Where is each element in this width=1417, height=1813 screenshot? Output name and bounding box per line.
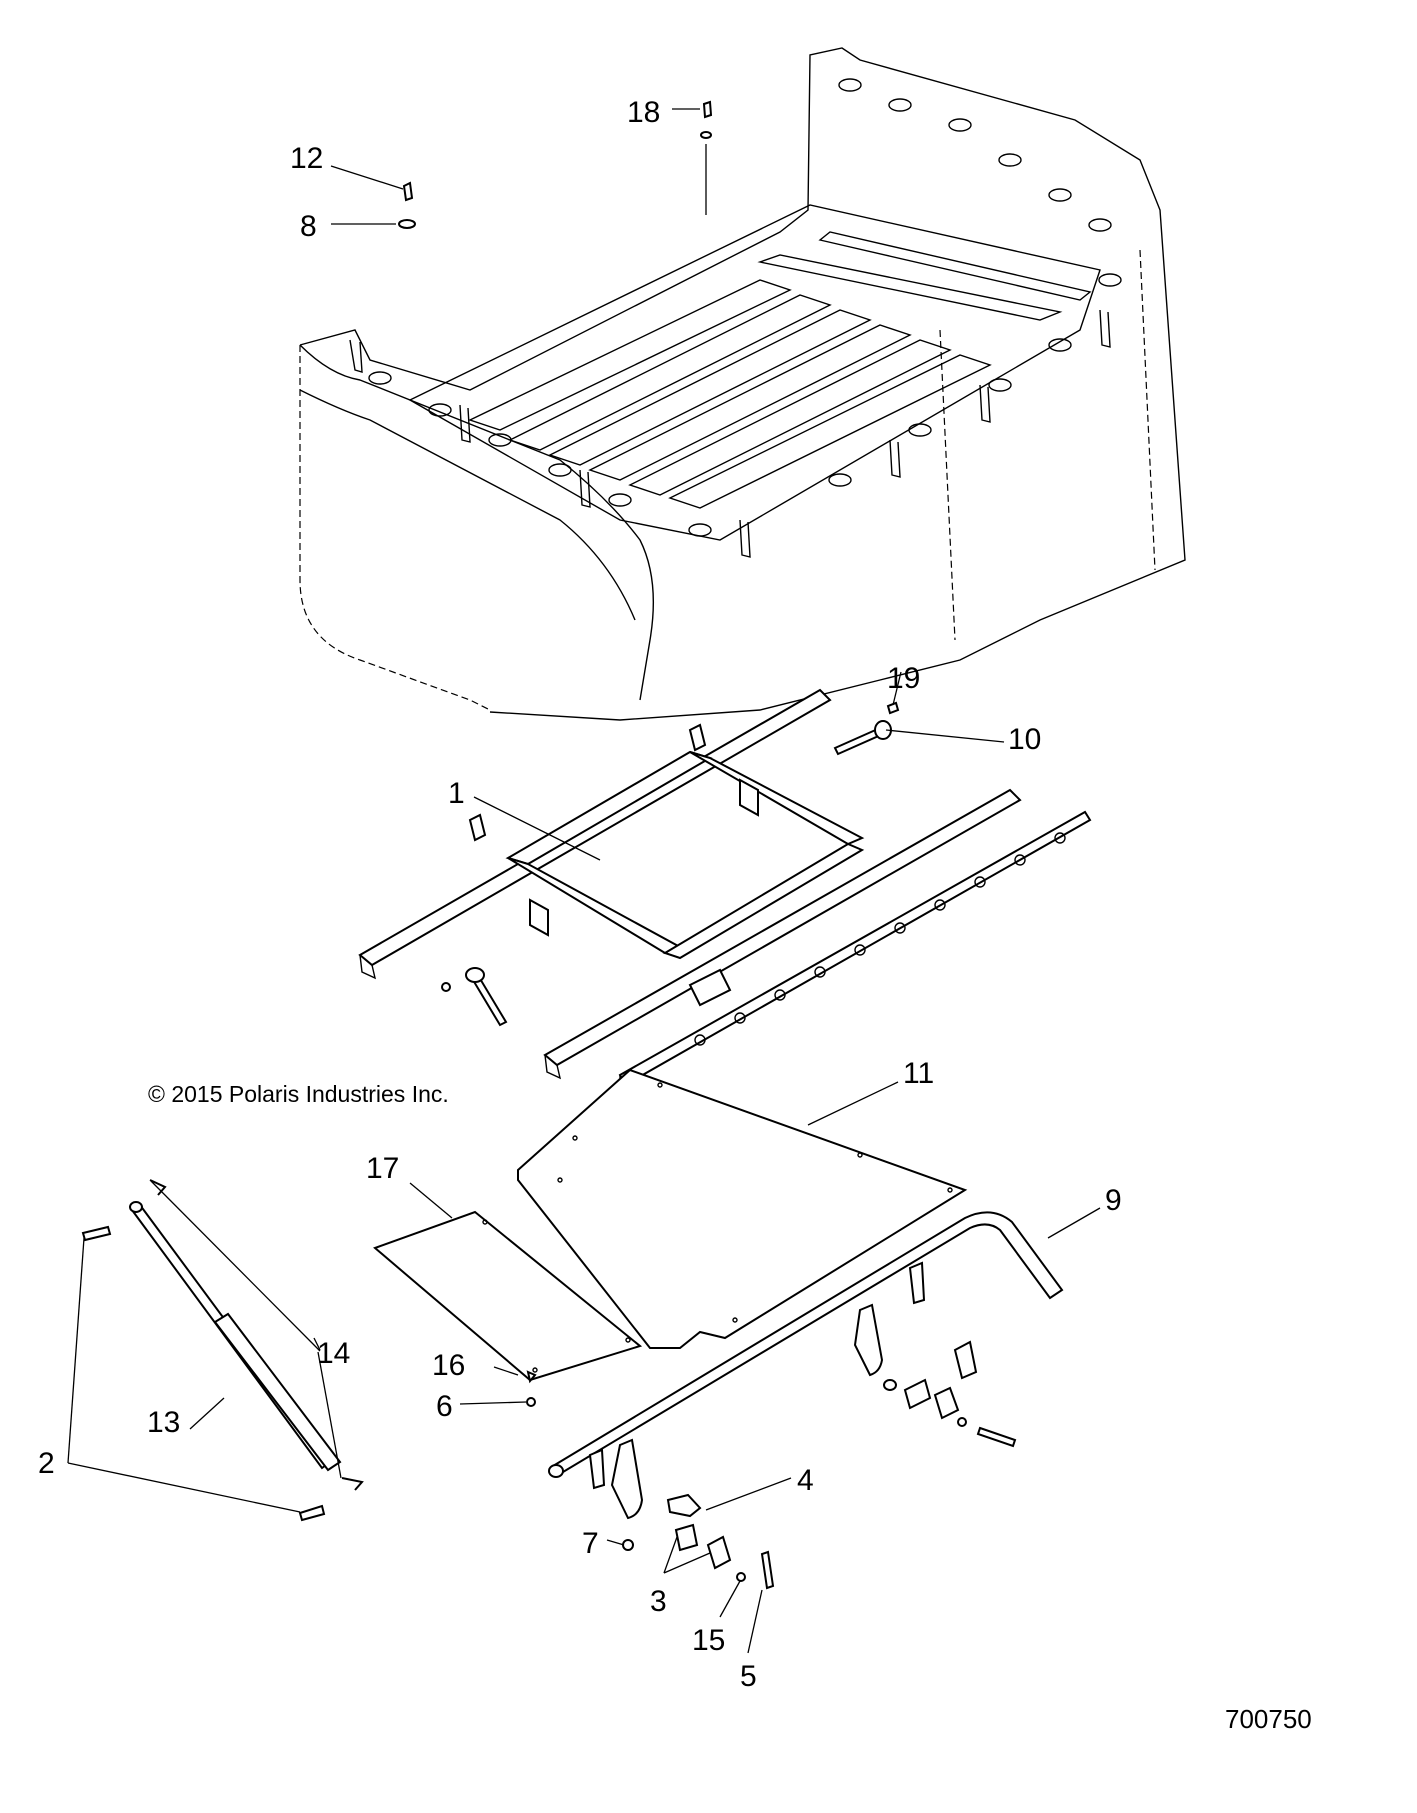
callout-10: 10 <box>1008 723 1041 756</box>
leader-lines <box>67 108 1101 1654</box>
diagram-number: 700750 <box>1225 1704 1312 1734</box>
callout-18: 18 <box>627 96 660 129</box>
callout-1: 1 <box>448 777 465 810</box>
callout-5: 5 <box>740 1660 757 1693</box>
gas-strut <box>81 1179 364 1522</box>
callouts: 1 2 3 4 5 6 7 8 9 10 11 12 13 14 15 16 1… <box>38 96 1122 1693</box>
callout-4: 4 <box>797 1464 814 1497</box>
bed-frame <box>358 688 1092 1095</box>
cargo-box <box>299 47 1186 721</box>
callout-15: 15 <box>692 1624 725 1657</box>
callout-2: 2 <box>38 1447 55 1480</box>
callout-13: 13 <box>147 1406 180 1439</box>
callout-6: 6 <box>436 1390 453 1423</box>
callout-16: 16 <box>432 1349 465 1382</box>
tailgate-rod <box>548 1211 1064 1520</box>
callout-12: 12 <box>290 142 323 175</box>
copyright-notice: © 2015 Polaris Industries Inc. <box>148 1081 449 1107</box>
callout-14: 14 <box>317 1337 350 1370</box>
callout-9: 9 <box>1105 1184 1122 1217</box>
callout-11: 11 <box>903 1057 934 1090</box>
panel-17 <box>373 1210 643 1382</box>
callout-19: 19 <box>887 662 920 695</box>
panel-11 <box>517 1068 968 1349</box>
small-hardware <box>398 100 713 1407</box>
callout-8: 8 <box>300 210 317 243</box>
callout-7: 7 <box>582 1527 599 1560</box>
latch-hardware <box>622 1493 775 1590</box>
callout-17: 17 <box>366 1152 399 1185</box>
callout-3: 3 <box>650 1585 667 1618</box>
